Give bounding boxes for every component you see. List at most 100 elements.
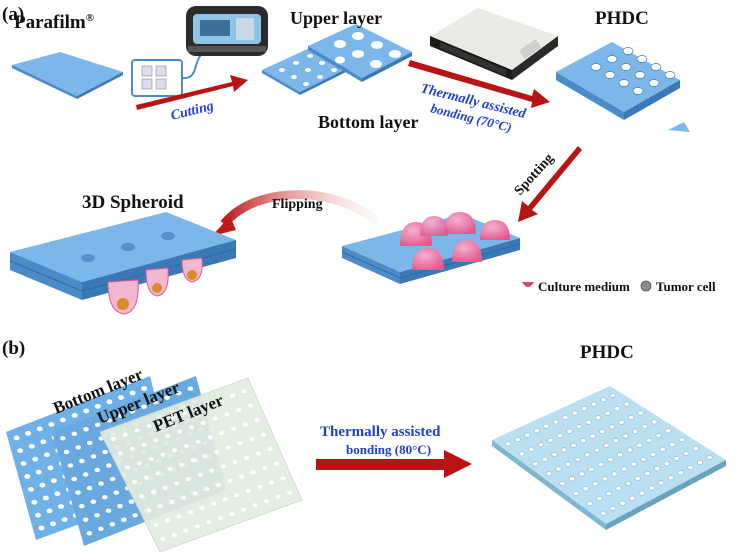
pet-layer-hole [217,397,223,402]
bottom-layer-hole [36,426,43,432]
bottom-layer-hole [20,461,27,466]
phdc-well [532,461,539,467]
pet-layer-hole [132,479,138,484]
bottom-layer-hole [71,413,78,418]
phdc-device-a [556,42,680,120]
phdc-well [615,486,622,491]
bottom-layer-hole [94,404,101,409]
bottom-layer-hole [32,456,39,462]
bottom-layer-hole [129,390,136,396]
pet-layer-hole [160,452,166,457]
pet-layer-hole [188,425,195,430]
phdc-label-a: PHDC [595,8,649,29]
phdc-well [533,428,540,434]
phdc-well [603,442,610,448]
phdc-well [641,424,648,430]
pet-layer-hole [110,436,116,442]
phdc-well [595,415,602,421]
pet-layer-hole [160,537,166,542]
cutting-machine-illustration [131,6,268,97]
bottom-layer-hole [50,478,57,484]
thermal-bonding-label-b-line1: Thermally assisted [320,424,441,440]
upper-layer-hole [63,449,70,455]
pet-layer-hole [232,459,238,465]
pet-layer-hole [211,501,217,506]
panel-a-label: (a) [2,4,24,25]
pet-layer-hole [200,420,206,426]
pet-layer-hole [225,445,231,450]
panel-b-label: (b) [2,338,25,359]
phdc-well [599,429,606,434]
phdc-well [566,428,573,434]
phdc-well [545,471,552,477]
bottom-layer-hole [39,482,46,488]
phdc-well [592,481,599,487]
upper-layer-hole [187,386,194,391]
upper-layer-hole [109,522,116,527]
pet-layer-hole [219,431,225,436]
pet-layer-hole [157,504,163,509]
phdc-well [630,461,637,467]
bottom-layer-hole [13,435,20,441]
pet-layer-hole [176,514,182,519]
phdc-well [555,466,562,472]
phdc-well [600,397,607,403]
pet-layer-hole [136,461,142,466]
pet-layer-hole [215,482,222,488]
pet-layer-hole [199,505,205,510]
bottom-layer-hole [54,491,61,497]
pet-layer-hole [227,478,233,483]
pet-layer-hole [242,422,248,427]
legend-tumor-cell-icon [640,280,652,292]
phdc-well [637,410,644,416]
pet-layer-hole [250,470,256,475]
phdc-well [658,480,665,486]
phdc-well [648,485,655,491]
pet-layer-hole [122,432,128,437]
pet-layer-hole [239,474,245,479]
phdc-well [638,490,645,496]
upper-layer-hole [105,508,112,513]
upper-layer-hole [60,436,66,441]
bottom-layer-hole [141,386,148,391]
parafilm-sheet [12,52,123,99]
phdc-well [593,447,600,453]
spheroid-label: 3D Spheroid [82,192,184,213]
phdc-well [632,428,639,434]
upper-layer-hole [82,472,89,477]
flipping-label: Flipping [272,197,323,212]
phdc-well [605,491,613,496]
pet-layer-hole [263,499,270,504]
hanging-drop-1 [107,279,139,315]
phdc-well [574,457,581,463]
phdc-well [604,410,611,416]
phdc-well [678,437,686,443]
upper-layer-hole [98,526,104,531]
pet-layer-hole [194,524,201,529]
pet-layer-hole [158,419,164,424]
pet-layer-hole [165,433,171,439]
pet-layer-hole [206,520,212,525]
pet-layer-hole [141,442,147,447]
pet-layer-hole [268,480,274,485]
phdc-well [619,500,626,506]
phdc-well [589,433,596,439]
phdc-well [644,471,651,476]
bottom-layer-hole [83,408,90,414]
phdc-well [559,481,566,487]
phdc-well [600,510,607,516]
corner-fragment [668,122,690,132]
thermal-bonding-arrow-b [316,450,472,478]
phdc-well [609,392,617,398]
upper-layer-hole [102,449,108,455]
phdc-well [569,476,576,482]
pet-layer-hole [155,471,161,476]
flipping-arrow [212,190,396,243]
bottom-layer-hole [57,504,64,509]
pet-layer-hole [150,489,156,494]
thermal-bonding-arrow-a [408,60,550,108]
phdc-well [573,491,580,497]
bottom-layer-hole [43,452,50,458]
phdc-well [551,452,558,457]
phdc-device-b [492,386,726,530]
